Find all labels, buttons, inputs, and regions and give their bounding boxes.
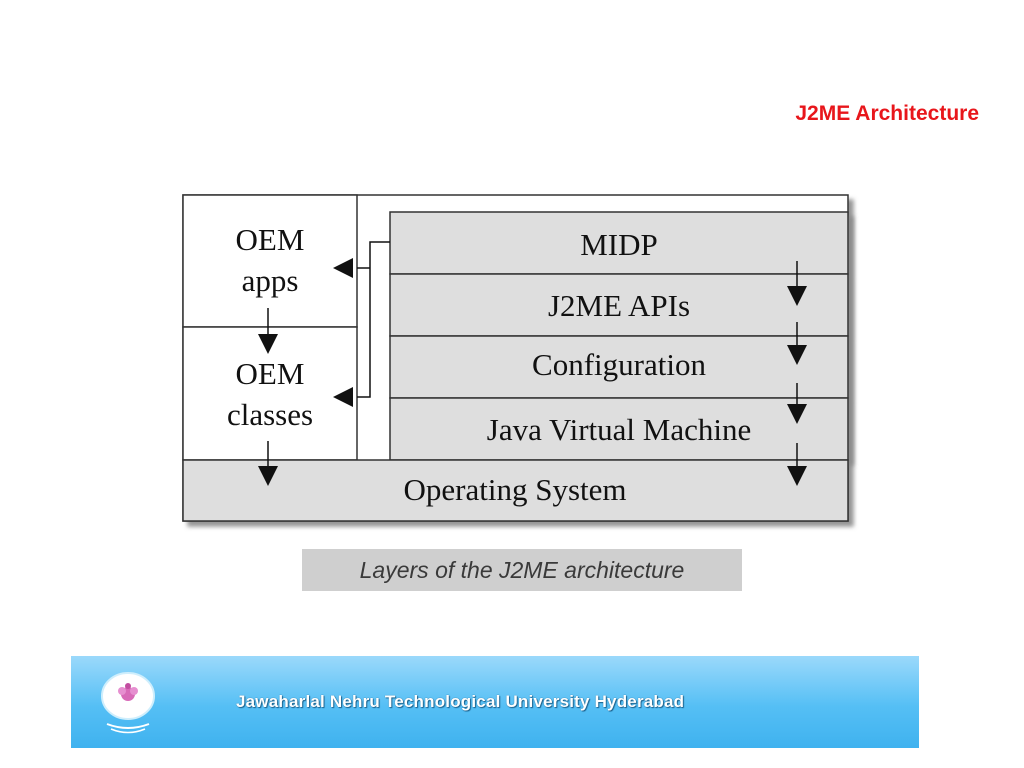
oem-apps-label-line1: OEM xyxy=(236,222,305,257)
arrow-left-oem-classes xyxy=(333,387,353,407)
arrow-down-midp xyxy=(787,261,807,306)
diagram-caption: Layers of the J2ME architecture xyxy=(302,549,742,591)
arrow-down-configuration xyxy=(787,383,807,424)
layer-j2me-apis xyxy=(389,273,849,337)
university-logo-icon xyxy=(101,672,155,734)
arrow-left-oem-apps xyxy=(333,258,353,278)
layer-j2me-apis-label: J2ME APIs xyxy=(548,288,690,323)
arrow-down-jvm xyxy=(787,443,807,486)
arrow-down-j2me-apis xyxy=(787,322,807,365)
layer-jvm xyxy=(389,397,849,461)
layer-midp xyxy=(389,211,849,275)
layer-configuration-label: Configuration xyxy=(532,347,706,382)
layer-midp-label: MIDP xyxy=(580,227,658,262)
arrow-down-oem-apps xyxy=(258,308,278,354)
arrow-down-oem-classes xyxy=(258,441,278,486)
slide-title: J2ME Architecture xyxy=(795,102,979,125)
layer-jvm-label: Java Virtual Machine xyxy=(487,412,751,447)
oem-apps-label-line2: apps xyxy=(242,263,299,298)
oem-classes-label-line2: classes xyxy=(227,397,313,432)
layer-operating-system-label: Operating System xyxy=(404,472,627,507)
oem-apps-box xyxy=(182,194,358,328)
oem-classes-label-line1: OEM xyxy=(236,356,305,391)
layer-configuration xyxy=(389,335,849,399)
footer-university-name: Jawaharlal Nehru Technological Universit… xyxy=(236,692,685,711)
midp-to-oem-connector xyxy=(357,241,390,398)
footer-banner: Jawaharlal Nehru Technological Universit… xyxy=(71,656,919,748)
layer-operating-system xyxy=(182,459,849,522)
layer-stack xyxy=(389,211,849,461)
